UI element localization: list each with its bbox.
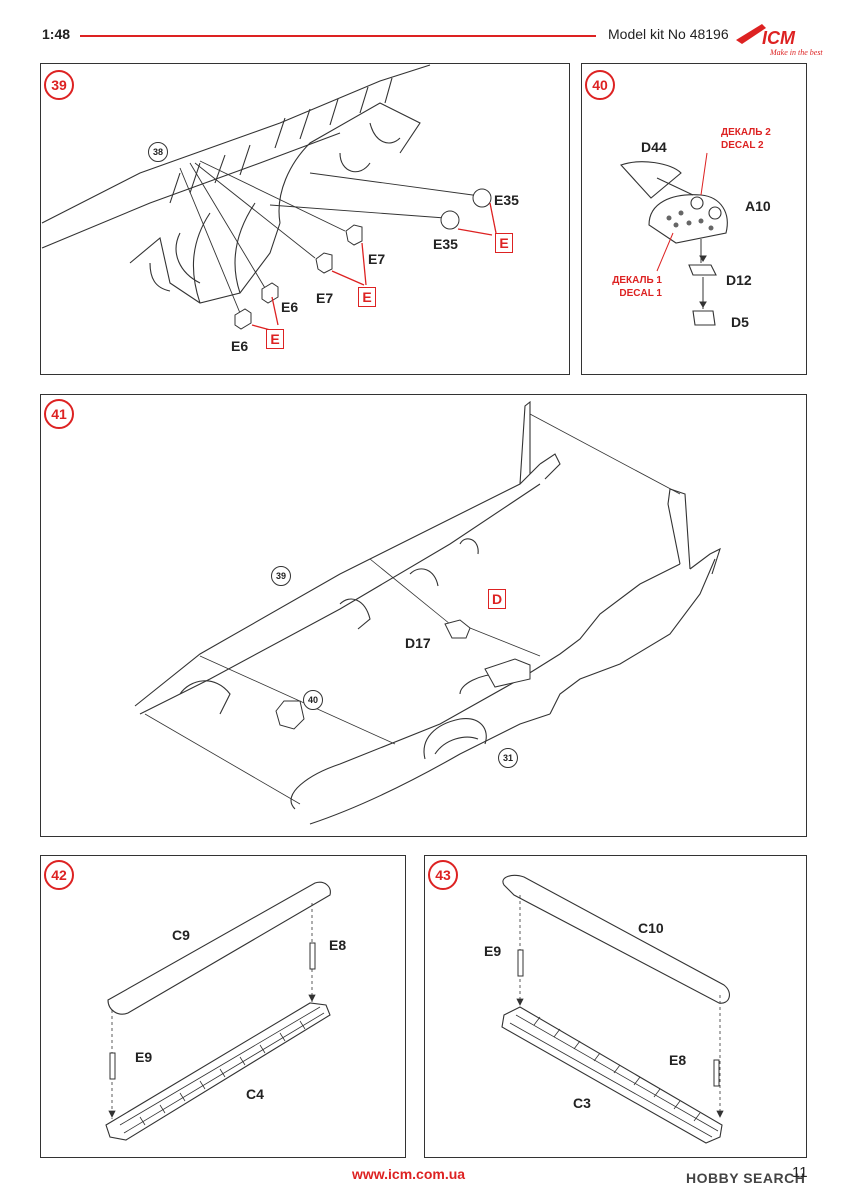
header-rule: [80, 35, 596, 37]
step-42-panel: [40, 855, 406, 1158]
decal-1-label: ДЕКАЛЬ 1 DECAL 1: [606, 274, 662, 300]
part-label-e8-left: E8: [329, 937, 347, 953]
footer-website-link[interactable]: www.icm.com.ua: [352, 1166, 466, 1182]
part-label-c9: C9: [172, 927, 190, 943]
svg-text:Make in the best: Make in the best: [769, 48, 823, 57]
part-label-c4: C4: [246, 1086, 264, 1102]
step-40-number: 40: [585, 70, 615, 100]
step-41-panel: [40, 394, 807, 837]
step-39-fuselage-drawing: [41, 64, 497, 332]
part-label-e35-upper: E35: [494, 192, 519, 208]
decal-2-en: DECAL 2: [721, 140, 764, 151]
sprue-e-box-2: E: [358, 287, 376, 307]
model-kit-title: Model kit No 48196: [608, 26, 729, 42]
step-43-panel: [424, 855, 807, 1158]
svg-text:ICM: ICM: [762, 28, 796, 48]
step-39-panel: [40, 63, 570, 375]
step-41-ref-40: 40: [303, 690, 323, 710]
page-number: 11: [792, 1164, 808, 1181]
part-label-e6-upper: E6: [281, 299, 299, 315]
icm-logo: ICM Make in the best: [732, 18, 823, 58]
step-41-number: 41: [44, 399, 74, 429]
step-41-ref-31: 31: [498, 748, 518, 768]
part-label-e9-right: E9: [484, 943, 502, 959]
decal-1-en: DECAL 1: [619, 288, 662, 299]
part-label-d44: D44: [641, 139, 667, 155]
decal-2-ru: ДЕКАЛЬ 2: [721, 127, 771, 138]
hobby-search-watermark: HOBBY SEARCH: [686, 1170, 806, 1186]
part-label-e6-lower: E6: [231, 338, 249, 354]
part-label-c10: C10: [638, 920, 664, 936]
part-label-e35-lower: E35: [433, 236, 458, 252]
step-41-ref-39: 39: [271, 566, 291, 586]
part-label-a10: A10: [745, 198, 771, 214]
part-label-c3: C3: [573, 1095, 591, 1111]
part-label-d5: D5: [731, 314, 749, 330]
step-39-number: 39: [44, 70, 74, 100]
part-label-d17: D17: [405, 635, 431, 651]
step-42-number: 42: [44, 860, 74, 890]
step-39-ref-38: 38: [148, 142, 168, 162]
step-43-flap-assembly-drawing: [501, 874, 730, 1144]
part-label-d12: D12: [726, 272, 752, 288]
step-42-flap-assembly-drawing: [105, 881, 331, 1141]
sprue-d-box: D: [488, 589, 506, 609]
sprue-e-box-3: E: [266, 329, 284, 349]
part-label-e7-lower: E7: [316, 290, 334, 306]
scale-label: 1:48: [42, 26, 71, 42]
part-label-e8-right: E8: [669, 1052, 687, 1068]
step-41-fuselage-assembly-drawing: [134, 400, 721, 825]
part-label-e9-left: E9: [135, 1049, 153, 1065]
decal-1-ru: ДЕКАЛЬ 1: [612, 275, 662, 286]
step-43-number: 43: [428, 860, 458, 890]
decal-2-label: ДЕКАЛЬ 2 DECAL 2: [721, 126, 771, 152]
sprue-e-box-1: E: [495, 233, 513, 253]
part-label-e7-upper: E7: [368, 251, 386, 267]
step-40-instrument-panel-drawing: [620, 152, 728, 326]
